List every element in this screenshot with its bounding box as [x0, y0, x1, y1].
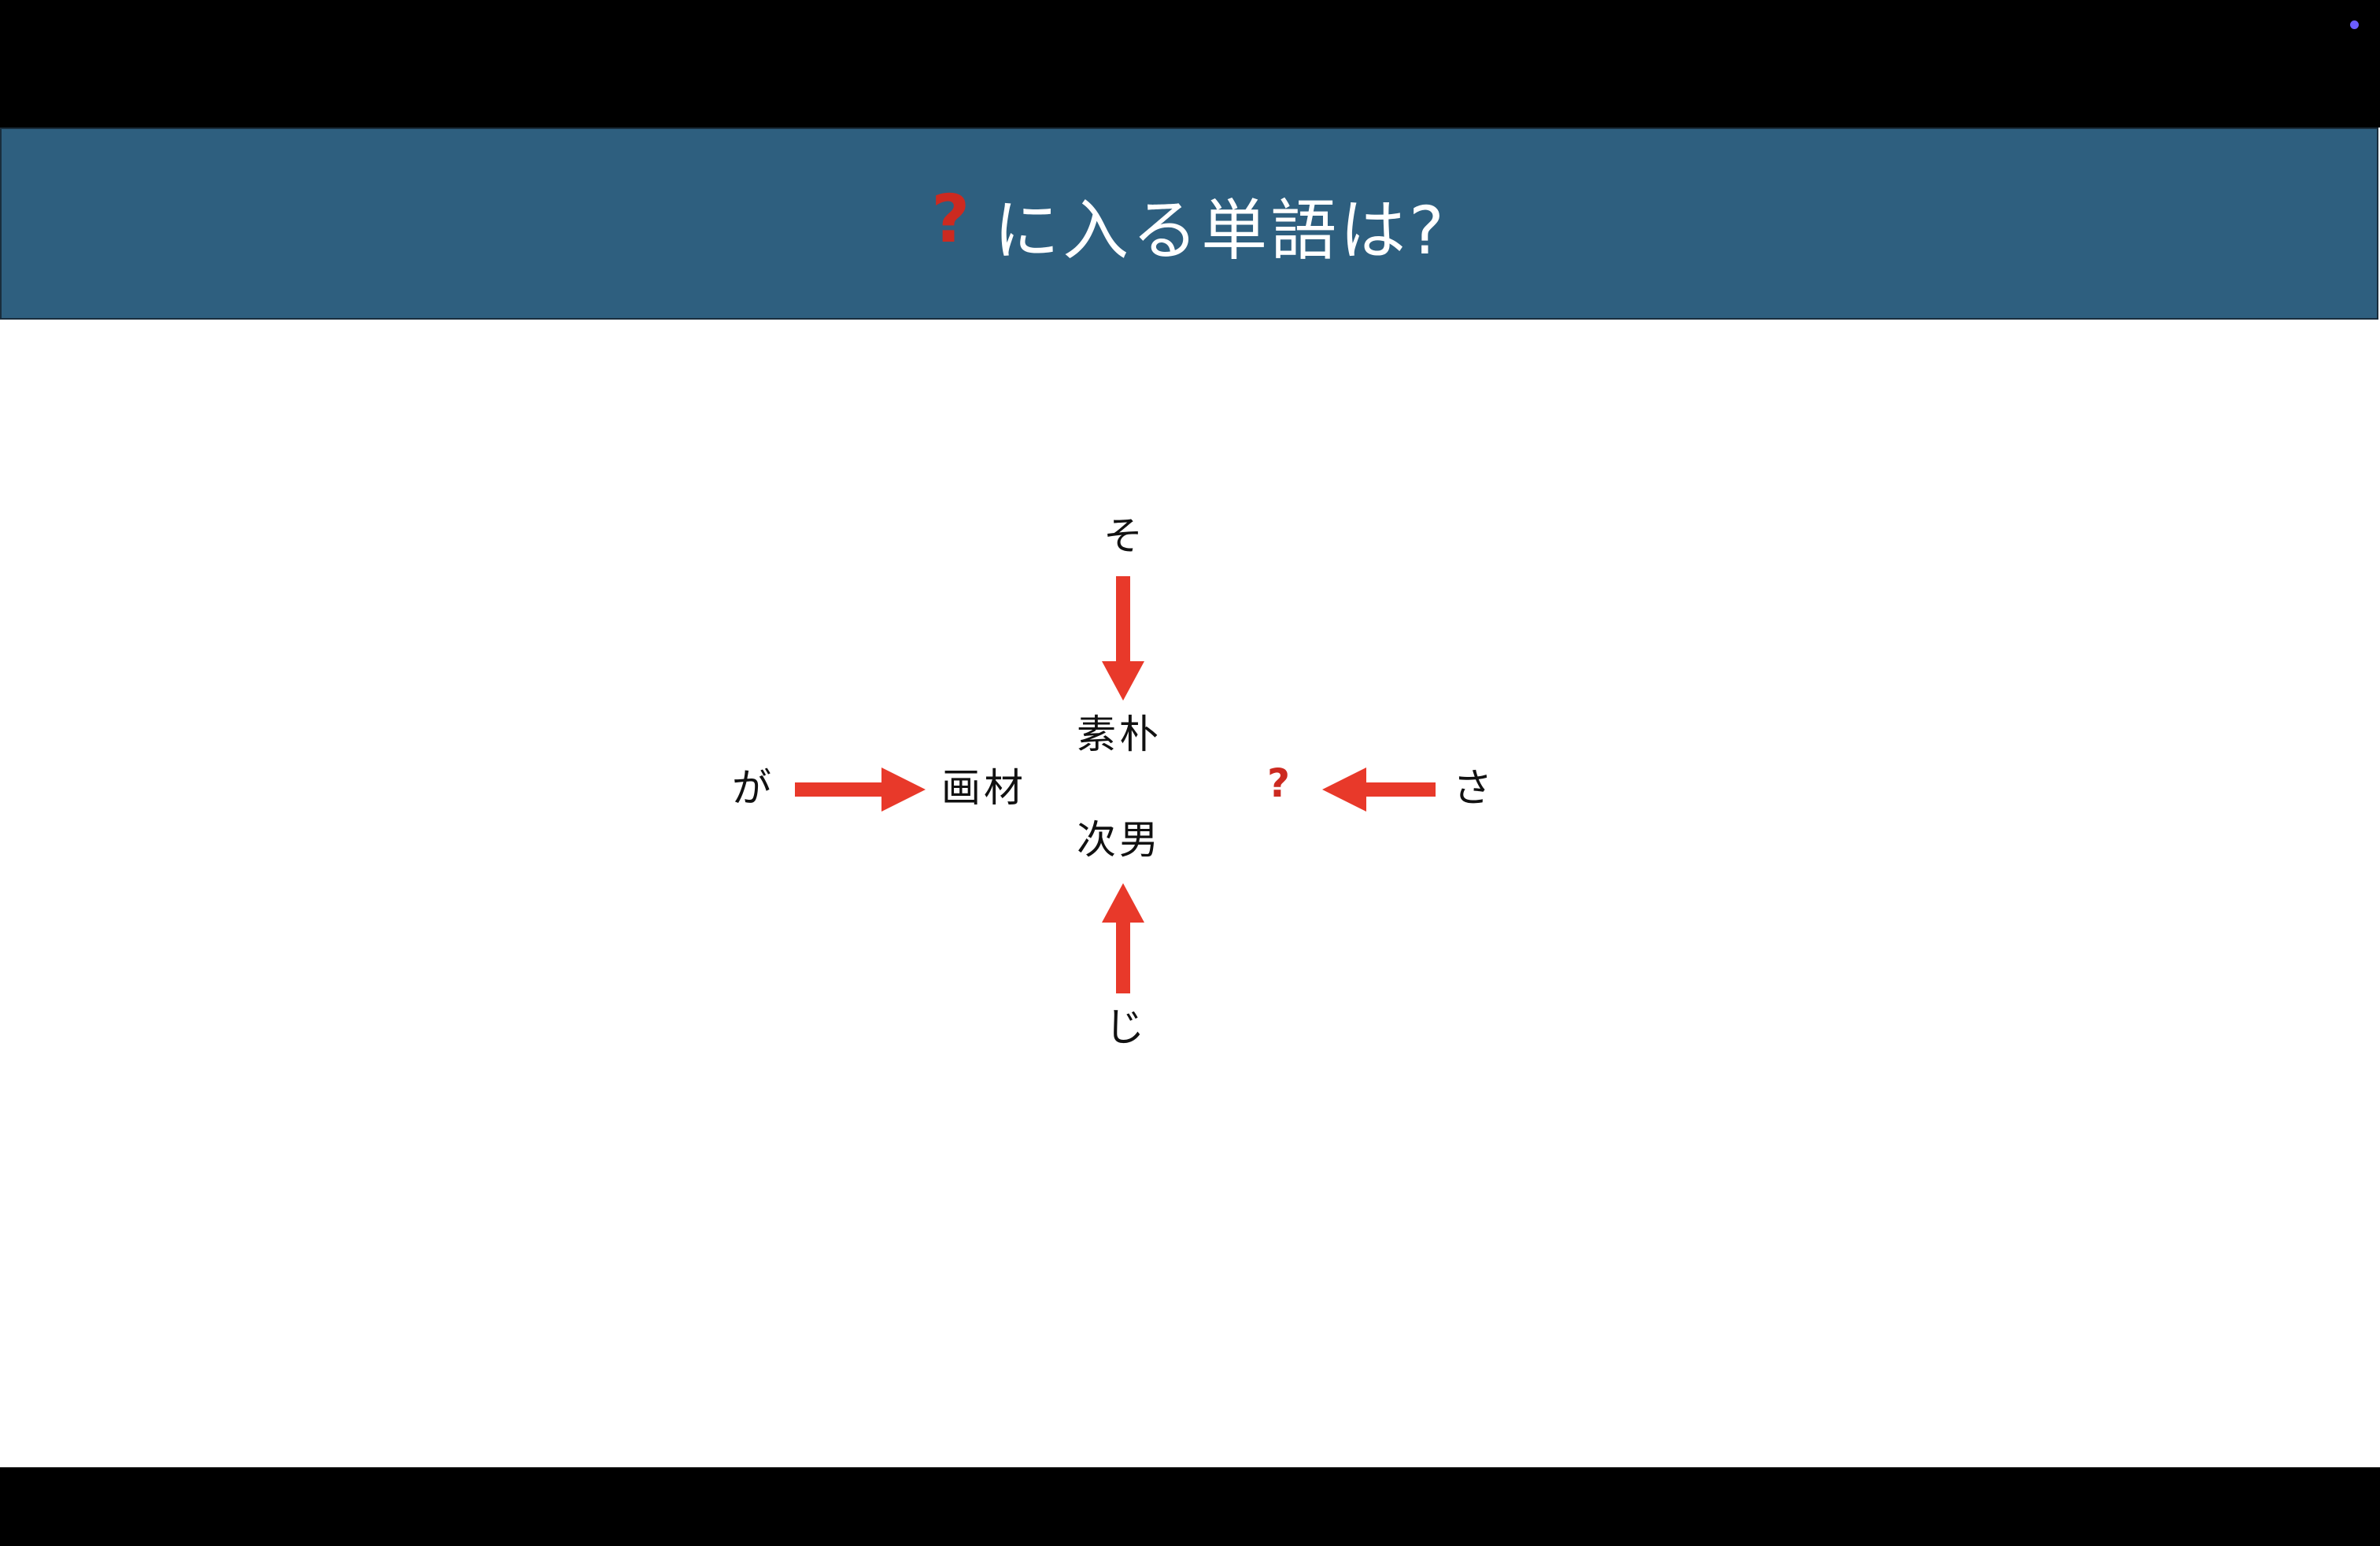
top-character: そ — [1103, 513, 1146, 559]
slide-canvas: ? に入る単語は? — [0, 128, 2380, 1467]
top-letterbox-bar — [0, 0, 2380, 128]
center-top-word: 素朴 — [1077, 712, 1162, 757]
slide-title: ? に入る単語は? — [2, 129, 2377, 321]
arrow-up — [1102, 883, 1144, 993]
title-band: ? に入る単語は? — [0, 128, 2378, 320]
arrow-layer — [795, 576, 1436, 993]
center-left-word: 画材 — [941, 765, 1026, 811]
bottom-character: じ — [1105, 1004, 1148, 1050]
answer-question-mark: ? — [1267, 760, 1291, 806]
arrow-left — [1322, 767, 1436, 812]
arrow-right — [795, 767, 926, 812]
left-character: が — [732, 765, 774, 811]
slide-title-text: に入る単語は? — [993, 191, 1447, 269]
recording-indicator-dot — [2350, 20, 2359, 29]
right-character: さ — [1453, 765, 1495, 811]
center-bottom-word: 次男 — [1077, 817, 1162, 863]
question-mark-icon: ? — [931, 180, 974, 257]
arrow-down — [1102, 576, 1144, 701]
bottom-letterbox-bar — [0, 1467, 2380, 1546]
